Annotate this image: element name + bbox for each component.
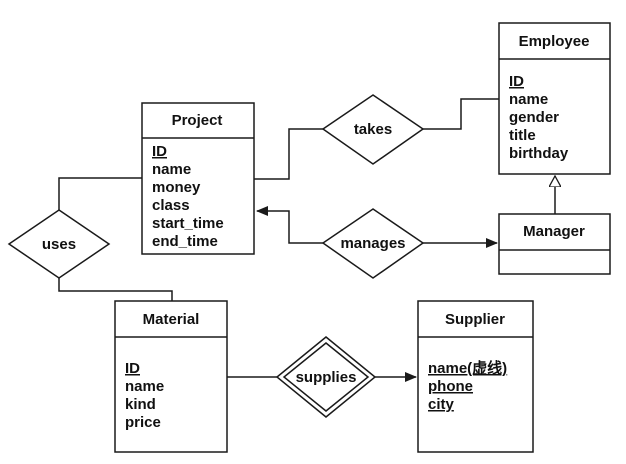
relationship-uses[interactable]: uses xyxy=(7,209,111,279)
supplier-attr-city: city xyxy=(428,396,455,413)
material-title: Material xyxy=(143,311,200,328)
uses-material-connector xyxy=(58,278,173,301)
project-title: Project xyxy=(172,112,223,129)
relationship-takes[interactable]: takes xyxy=(321,94,425,165)
material-attr-id: ID xyxy=(125,360,140,377)
employee-attr-name: name xyxy=(509,91,548,108)
uses-project-connector xyxy=(58,177,142,210)
project-attr-money: money xyxy=(152,179,201,196)
relationship-manages[interactable]: manages xyxy=(321,208,425,279)
supplier-attr-phone: phone xyxy=(428,378,473,395)
employee-attr-gender: gender xyxy=(509,109,559,126)
entity-material[interactable]: Material ID name kind price xyxy=(114,300,228,453)
project-attr-start-time: start_time xyxy=(152,215,224,232)
project-takes-connector xyxy=(254,128,323,180)
employee-title: Employee xyxy=(519,33,590,50)
entity-manager[interactable]: Manager xyxy=(498,213,611,275)
supplier-title: Supplier xyxy=(445,311,505,328)
takes-employee-connector xyxy=(423,98,499,130)
uses-label: uses xyxy=(42,236,76,253)
material-attr-kind: kind xyxy=(125,396,156,413)
project-attr-id: ID xyxy=(152,143,167,160)
takes-label: takes xyxy=(354,121,392,138)
entity-supplier[interactable]: Supplier name(虚线) phone city xyxy=(417,300,534,453)
employee-attr-id: ID xyxy=(509,73,524,90)
employee-attr-title: title xyxy=(509,127,536,144)
employee-attr-birthday: birthday xyxy=(509,145,569,162)
entity-employee[interactable]: Employee ID name gender title birthday xyxy=(498,22,611,175)
manages-label: manages xyxy=(340,235,405,252)
supplies-label: supplies xyxy=(296,369,357,386)
manager-title: Manager xyxy=(523,223,585,240)
project-attr-name: name xyxy=(152,161,191,178)
material-attr-name: name xyxy=(125,378,164,395)
project-attr-class: class xyxy=(152,197,190,214)
project-attr-end-time: end_time xyxy=(152,233,218,250)
supplier-attr-name: name(虚线) xyxy=(428,359,507,377)
entity-project[interactable]: Project ID name money class start_time e… xyxy=(141,102,255,255)
manages-project-connector xyxy=(256,206,323,244)
material-attr-price: price xyxy=(125,414,161,431)
relationship-supplies[interactable]: supplies xyxy=(275,336,377,418)
